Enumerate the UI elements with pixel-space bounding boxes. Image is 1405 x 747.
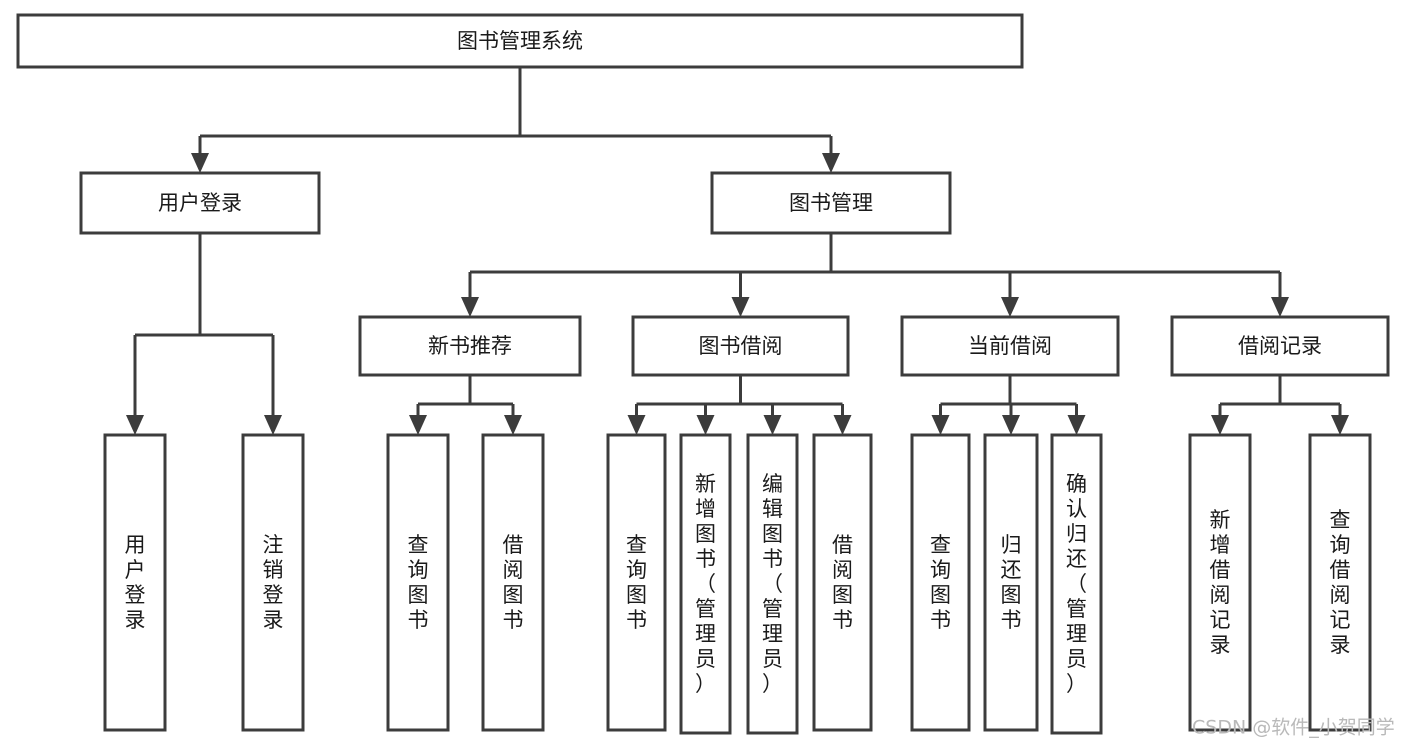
node-return-book[interactable]: 归还图书 (983, 433, 1039, 732)
node-new-book-recommend[interactable]: 新书推荐 (358, 315, 582, 377)
node-label: 借阅图书 (503, 533, 524, 632)
arrow-head (191, 153, 209, 173)
node-current-borrow[interactable]: 当前借阅 (900, 315, 1120, 377)
node-user-logout[interactable]: 注销登录 (241, 433, 305, 732)
node-query-book-1[interactable]: 查询图书 (386, 433, 450, 732)
node-borrow-book-1[interactable]: 借阅图书 (481, 433, 545, 732)
arrow-head (696, 415, 715, 435)
node-query-book-3[interactable]: 查询图书 (910, 433, 971, 732)
node-layer: 图书管理系统用户登录用户登录注销登录图书管理新书推荐查询图书借阅图书图书借阅查询… (16, 13, 1390, 735)
node-label: 归还图书 (1001, 533, 1022, 632)
csdn-watermark: CSDN @软件_小贺同学 (1192, 717, 1395, 739)
arrow-head (1067, 415, 1086, 435)
node-label: 图书管理 (789, 191, 873, 215)
arrow-head (822, 153, 840, 173)
node-edit-book-admin[interactable]: 编辑图书（管理员） (746, 433, 799, 735)
node-label: 用户登录 (125, 533, 146, 632)
node-label: 新增图书（管理员） (695, 472, 716, 696)
node-book-manage[interactable]: 图书管理 (710, 171, 952, 235)
arrow-head (264, 415, 282, 435)
arrow-head (1001, 297, 1019, 317)
node-label: 借阅记录 (1238, 334, 1322, 358)
arrow-head (1002, 415, 1020, 435)
node-user-login-do[interactable]: 用户登录 (103, 433, 167, 732)
arrow-head (461, 297, 479, 317)
node-label: 新增借阅记录 (1210, 508, 1231, 657)
arrow-head (833, 415, 852, 435)
node-query-borrow-record[interactable]: 查询借阅记录 (1308, 433, 1372, 732)
node-user-login[interactable]: 用户登录 (79, 171, 321, 235)
node-query-book-2[interactable]: 查询图书 (606, 433, 667, 732)
node-book-borrow[interactable]: 图书借阅 (631, 315, 850, 377)
node-label: 新书推荐 (428, 334, 512, 358)
node-label: 编辑图书（管理员） (762, 472, 783, 696)
arrow-head (1331, 415, 1349, 435)
node-label: 注销登录 (263, 533, 284, 632)
node-label: 查询图书 (408, 533, 429, 632)
node-add-book-admin[interactable]: 新增图书（管理员） (679, 433, 732, 735)
node-borrow-book-2[interactable]: 借阅图书 (812, 433, 873, 732)
node-label: 借阅图书 (832, 533, 853, 632)
node-label: 当前借阅 (968, 334, 1052, 358)
arrow-head (731, 297, 750, 317)
node-label: 图书管理系统 (457, 29, 583, 53)
node-label: 查询图书 (626, 533, 647, 632)
node-label: 查询图书 (930, 533, 951, 632)
node-confirm-return-admin[interactable]: 确认归还（管理员） (1050, 433, 1103, 735)
arrow-head (126, 415, 144, 435)
node-label: 确认归还（管理员） (1066, 472, 1087, 696)
arrow-head (1211, 415, 1229, 435)
node-label: 图书借阅 (699, 334, 783, 358)
node-label: 用户登录 (158, 191, 242, 215)
arrow-head (931, 415, 950, 435)
connector-layer (126, 67, 1349, 435)
arrow-head (763, 415, 782, 435)
node-add-borrow-record[interactable]: 新增借阅记录 (1188, 433, 1252, 732)
arrow-head (627, 415, 646, 435)
node-label: 查询借阅记录 (1330, 508, 1351, 657)
arrow-head (504, 415, 522, 435)
node-borrow-record[interactable]: 借阅记录 (1170, 315, 1390, 377)
node-root[interactable]: 图书管理系统 (16, 13, 1024, 69)
arrow-head (409, 415, 427, 435)
arrow-head (1271, 297, 1289, 317)
